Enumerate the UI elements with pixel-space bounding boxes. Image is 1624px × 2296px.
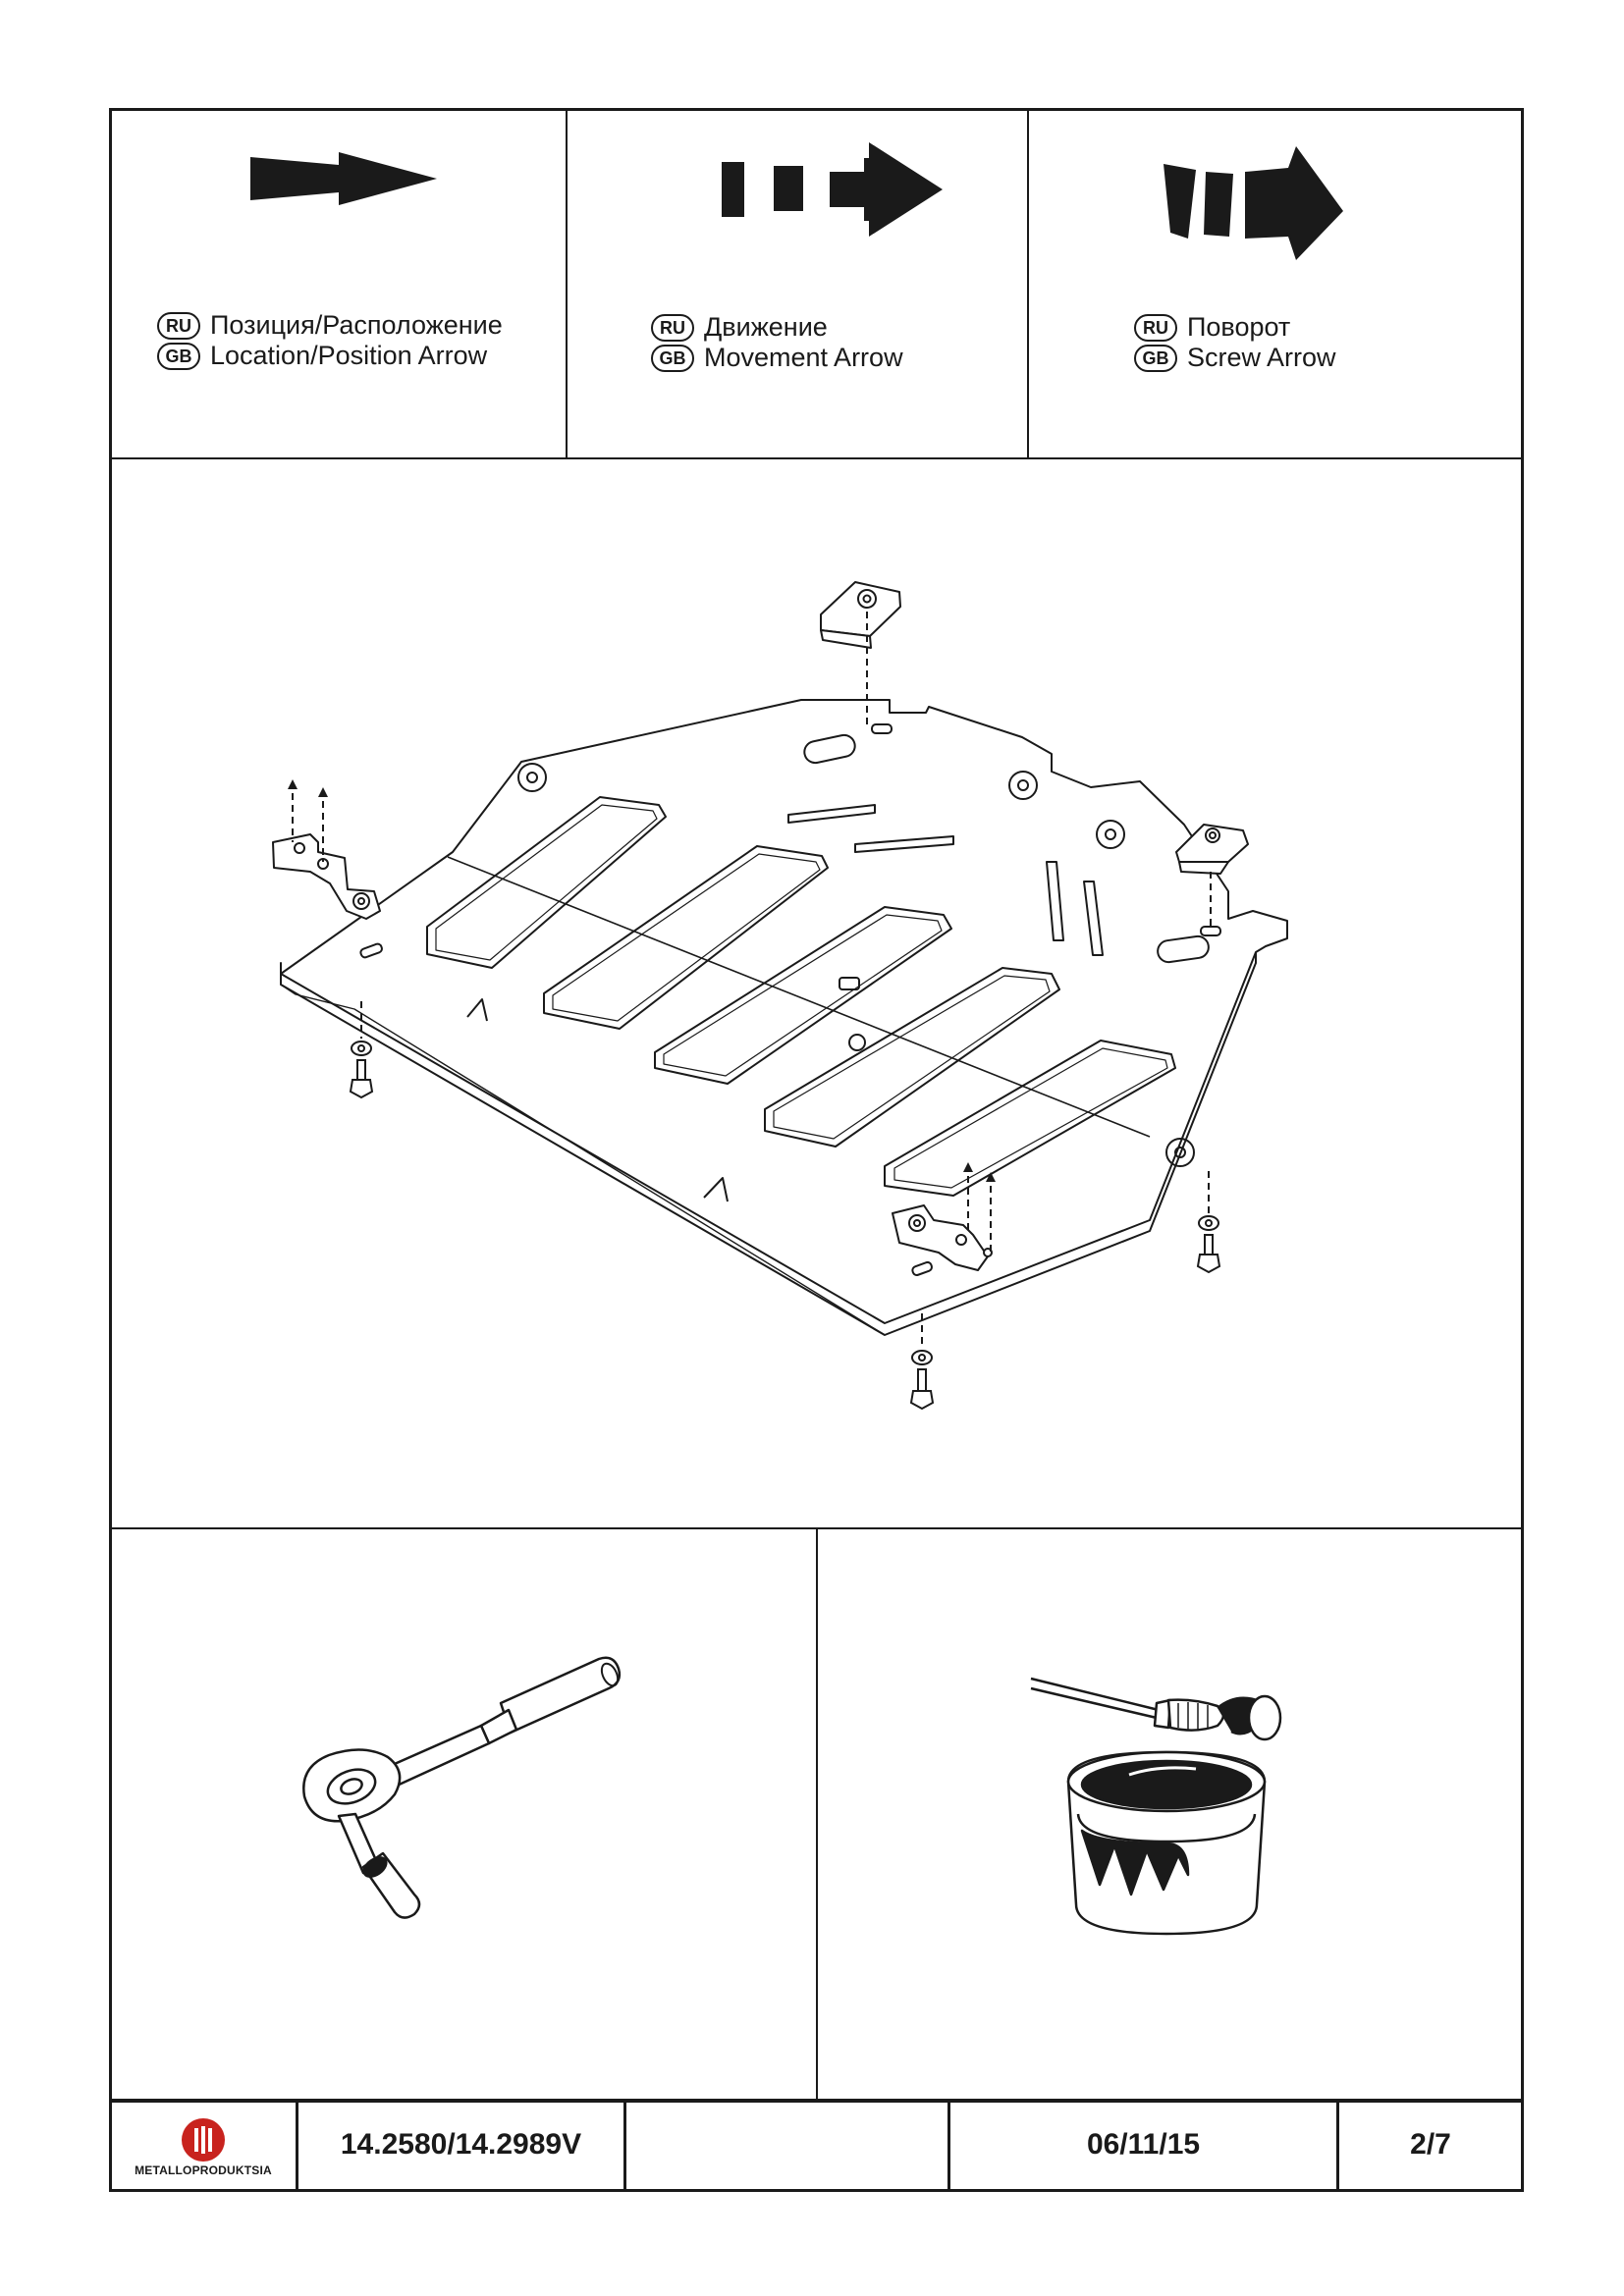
gb-badge: GB xyxy=(157,342,200,370)
divider-footer xyxy=(109,2099,1524,2103)
skid-plate-side xyxy=(280,952,1257,1336)
captive-nut xyxy=(1008,771,1038,800)
bolt xyxy=(1204,1234,1214,1255)
legend-ru-text: Движение xyxy=(704,312,828,342)
bolt xyxy=(356,1059,366,1081)
divider-tools xyxy=(816,1527,818,2100)
ru-badge: RU xyxy=(157,311,200,340)
divider-legend-1 xyxy=(566,108,568,458)
bracket-top xyxy=(820,581,901,637)
gb-badge: GB xyxy=(651,344,694,372)
divider-header xyxy=(109,457,1524,459)
bracket-bottom xyxy=(892,1204,989,1271)
location-position-arrow-icon xyxy=(250,152,437,205)
screw-arrow-icon xyxy=(1164,146,1343,260)
divider-footer-3 xyxy=(947,2099,950,2192)
skid-plate-outline xyxy=(280,699,1288,1324)
captive-nut xyxy=(1096,820,1125,849)
logo-text: METALLOPRODUKTSIA xyxy=(135,2163,272,2177)
metalloproduktsia-logo-icon xyxy=(182,2118,225,2162)
date: 06/11/15 xyxy=(1086,2128,1201,2161)
gb-badge: GB xyxy=(1134,344,1177,372)
logo: METALLOPRODUKTSIA xyxy=(112,2103,295,2191)
divider-legend-2 xyxy=(1027,108,1029,458)
divider-footer-4 xyxy=(1336,2099,1339,2192)
blank-cell xyxy=(626,2101,947,2189)
divider-footer-2 xyxy=(623,2099,626,2192)
ru-badge: RU xyxy=(1134,313,1177,342)
legend-gb-text: Movement Arrow xyxy=(704,343,903,372)
legend-ru-text: Поворот xyxy=(1187,312,1291,342)
part-number: 14.2580/14.2989V xyxy=(340,2128,582,2161)
legend-gb-text: Location/Position Arrow xyxy=(210,341,488,370)
divider-footer-1 xyxy=(296,2099,298,2192)
page-frame xyxy=(109,108,1524,2192)
legend-movement: RU Движение GB Movement Arrow xyxy=(651,312,903,373)
skid-plate-assembly-diagram xyxy=(272,581,1288,1411)
bolt xyxy=(917,1368,927,1392)
ru-badge: RU xyxy=(651,313,694,342)
captive-nut xyxy=(517,763,547,792)
captive-nut xyxy=(1165,1138,1195,1167)
movement-arrow-icon xyxy=(722,142,943,237)
ratchet-wrench-icon xyxy=(302,1656,622,1919)
paint-can-brush-icon xyxy=(1030,1677,1282,1936)
legend-gb-text: Screw Arrow xyxy=(1187,343,1336,372)
legend-ru-text: Позиция/Расположение xyxy=(210,310,503,340)
page-number: 2/7 xyxy=(1410,2128,1451,2161)
legend-screw: RU Поворот GB Screw Arrow xyxy=(1134,312,1336,373)
legend-location: RU Позиция/Расположение GB Location/Positi… xyxy=(157,310,503,371)
